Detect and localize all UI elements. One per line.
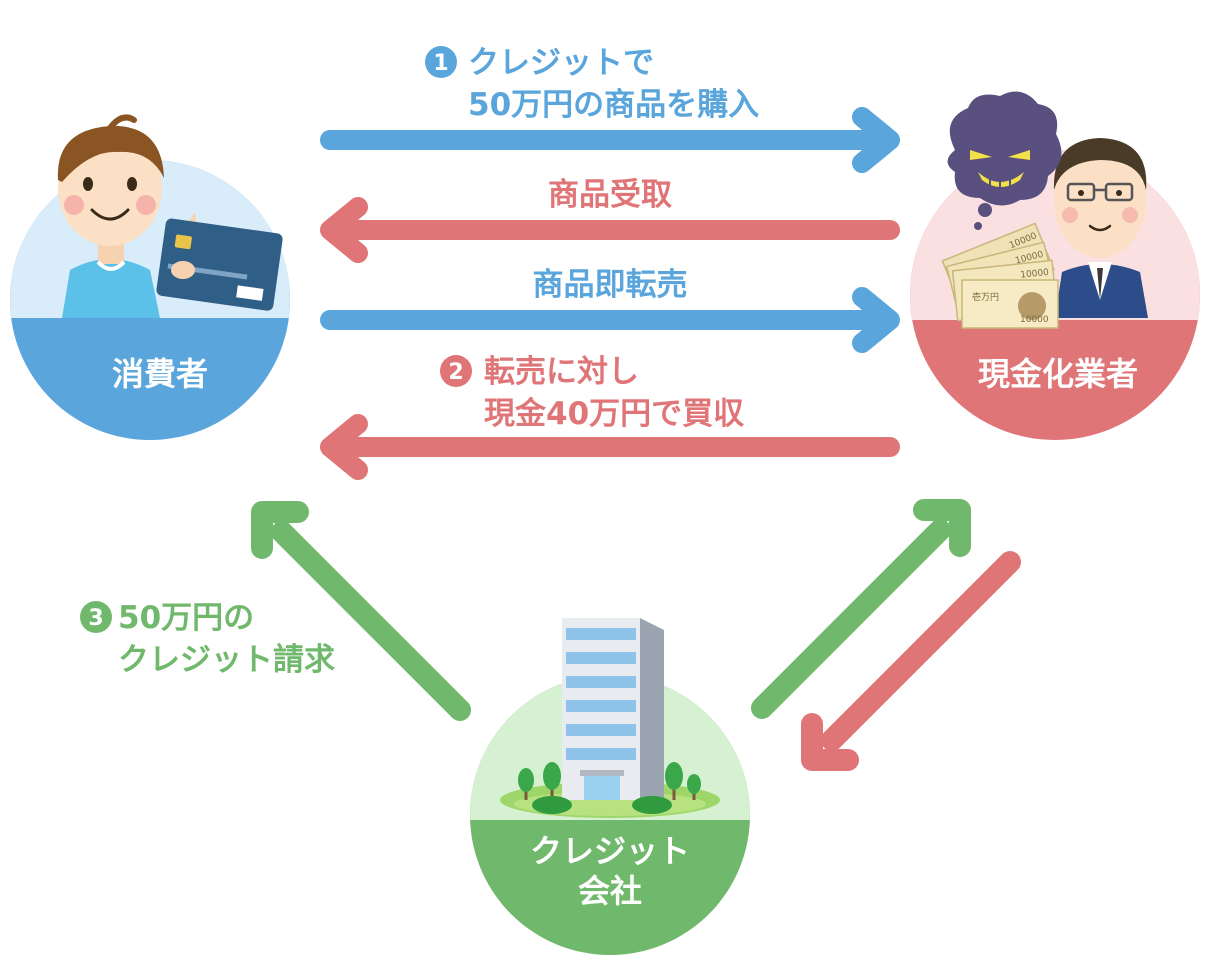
step1-line2: 50万円の商品を購入 (468, 87, 759, 123)
office-building-icon (500, 618, 720, 818)
receive-label: 商品受取 (548, 177, 672, 213)
arrow-purchase (320, 107, 900, 173)
step2-line1: 転売に対し (484, 354, 639, 390)
step1-line1: クレジットで (468, 45, 654, 81)
arrow-company-to-cashier (751, 499, 971, 719)
cashier-label: 現金化業者 (978, 355, 1138, 393)
cashier-node: 10000 10000 10000 壱万円 10000 現金化業者 (910, 91, 1200, 440)
shadow-figure-icon (947, 91, 1062, 230)
arrow-credit-billing (251, 501, 471, 721)
svg-text:10000: 10000 (1020, 315, 1049, 325)
arrow-cashier-to-company (801, 551, 1021, 771)
consumer-node: 消費者 (10, 114, 290, 440)
step3-line2: クレジット請求 (118, 642, 335, 678)
step1-badge (425, 46, 457, 78)
arrow-receive (320, 197, 900, 263)
credit-company-node: クレジット 会社 (470, 618, 750, 955)
step2-line2: 現金40万円で買収 (484, 396, 744, 432)
step3-line1: 50万円の (118, 600, 254, 636)
credit-company-label-line1: クレジット (530, 832, 690, 870)
arrow-resell (320, 287, 900, 353)
credit-company-label-line2: 会社 (578, 872, 642, 910)
arrow-cash-payment (320, 414, 900, 480)
consumer-illustration (57, 114, 164, 318)
svg-text:10000: 10000 (1020, 268, 1050, 281)
step3-number: 3 (88, 606, 103, 631)
step1-label: 1 クレジットで 50万円の商品を購入 (425, 45, 759, 123)
consumer-label: 消費者 (112, 355, 208, 393)
step2-label: 2 転売に対し 現金40万円で買収 (440, 354, 744, 432)
banknotes-icon: 10000 10000 10000 壱万円 10000 (941, 222, 1059, 329)
businessman-illustration (1053, 138, 1148, 318)
step1-number: 1 (433, 51, 448, 76)
step2-badge (440, 355, 472, 387)
svg-text:壱万円: 壱万円 (972, 291, 999, 303)
step3-badge (80, 601, 112, 633)
step3-label: 3 50万円の クレジット請求 (80, 600, 335, 678)
credit-card-icon (156, 212, 283, 311)
step2-number: 2 (448, 360, 463, 385)
resell-label: 商品即転売 (533, 267, 688, 303)
